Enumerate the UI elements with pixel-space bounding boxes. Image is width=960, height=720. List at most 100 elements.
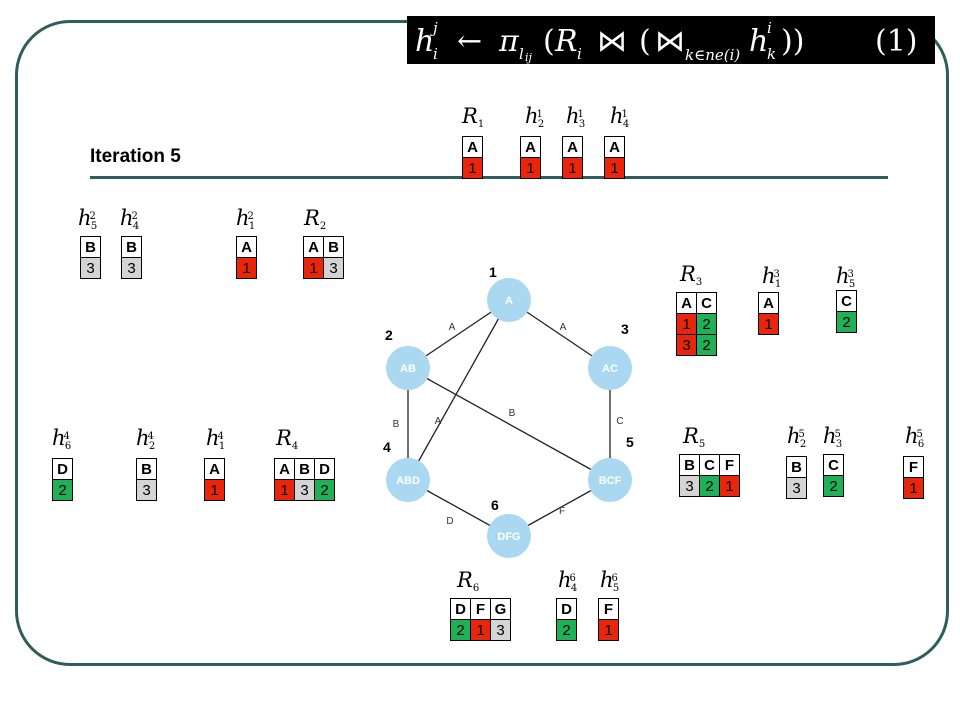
table-header-row: C: [836, 290, 857, 312]
r1-label: R1: [462, 104, 484, 130]
table-cell: 3: [80, 257, 101, 279]
label-subscript: 5: [698, 439, 706, 451]
label-subscript: 1: [774, 279, 782, 291]
h65-label: h56: [905, 424, 924, 450]
table-cell: 2: [314, 479, 335, 501]
label-base: h: [78, 206, 92, 230]
table-row: 3: [786, 477, 807, 499]
column-header: F: [470, 598, 491, 620]
table-row: 1: [204, 479, 225, 501]
label-superscript: 2: [131, 210, 138, 222]
table-cell: 3: [676, 334, 697, 356]
formula: h j i ← π l ij ( R i ⋈ ( ⋈ k∈ne(i) h i k…: [415, 19, 918, 64]
label-subscript: 6: [472, 583, 480, 595]
node-label: A: [505, 295, 513, 307]
column-header: B: [786, 456, 807, 478]
graph-node-ab: [386, 346, 430, 390]
label-base: h: [823, 424, 837, 448]
label-superscript: 6: [569, 572, 576, 584]
table-row: 1: [903, 477, 924, 499]
label-superscript: 1: [536, 108, 543, 120]
table-cell: 1: [676, 313, 697, 335]
label-base: h: [236, 206, 250, 230]
graph-node-a: [487, 278, 531, 322]
table-header-row: B: [136, 458, 157, 480]
h53-label: h35: [836, 264, 855, 290]
label-subscript: 6: [917, 439, 925, 451]
column-header: F: [719, 454, 740, 476]
table-row: 1: [604, 157, 625, 179]
label-base: R: [683, 424, 699, 448]
table-cell: 2: [556, 619, 577, 641]
label-subscript: 2: [537, 119, 545, 131]
label-base: R: [680, 262, 696, 286]
node-label: AC: [602, 363, 618, 375]
formula-j: j: [430, 19, 438, 37]
table-header-row: B: [121, 236, 142, 258]
column-header: F: [903, 456, 924, 478]
label-subscript: 4: [291, 441, 299, 453]
label-superscript: 1: [621, 108, 628, 120]
label-subscript: 3: [695, 277, 703, 289]
column-header: B: [121, 236, 142, 258]
column-header: D: [52, 458, 73, 480]
label-base: h: [836, 264, 850, 288]
column-header: A: [562, 136, 583, 158]
column-header: C: [699, 454, 720, 476]
column-header: A: [520, 136, 541, 158]
column-header: A: [462, 136, 483, 158]
table-cell: 3: [294, 479, 315, 501]
column-header: C: [823, 454, 844, 476]
label-superscript: 5: [798, 428, 805, 440]
h24-label: h42: [136, 426, 155, 452]
column-header: B: [136, 458, 157, 480]
h12-label: h21: [236, 206, 255, 232]
formula-h2: h: [749, 24, 768, 59]
column-header: D: [556, 598, 577, 620]
formula-paren-open: (: [543, 24, 555, 59]
column-header: A: [303, 236, 324, 258]
label-base: h: [762, 264, 776, 288]
label-subscript: 1: [248, 221, 256, 233]
label-superscript: 1: [577, 108, 584, 120]
h25-label: h52: [787, 424, 806, 450]
label-subscript: 1: [477, 119, 485, 131]
table-cell: 1: [520, 157, 541, 179]
column-header: B: [80, 236, 101, 258]
table-row: 2: [556, 619, 577, 641]
table-row: 1: [520, 157, 541, 179]
h31-label: h13: [566, 104, 585, 130]
r2-label: R2: [304, 206, 326, 232]
table-row: 3: [136, 479, 157, 501]
label-subscript: 5: [612, 583, 620, 595]
label-superscript: 3: [847, 268, 854, 280]
label-base: h: [787, 424, 801, 448]
table-header-row: D: [52, 458, 73, 480]
graph-node-dfg: [487, 514, 531, 558]
label-subscript: 2: [319, 221, 327, 233]
table-header-row: F: [598, 598, 619, 620]
table-cell: 3: [136, 479, 157, 501]
h21-label: h12: [525, 104, 544, 130]
label-superscript: 2: [247, 210, 254, 222]
column-header: C: [836, 290, 857, 312]
node-number: 2: [385, 327, 393, 343]
label-superscript: 4: [217, 430, 224, 442]
label-superscript: 5: [916, 428, 923, 440]
table-row: 1: [462, 157, 483, 179]
h56-label: h65: [600, 568, 619, 594]
column-header: A: [236, 236, 257, 258]
column-header: C: [696, 292, 717, 314]
